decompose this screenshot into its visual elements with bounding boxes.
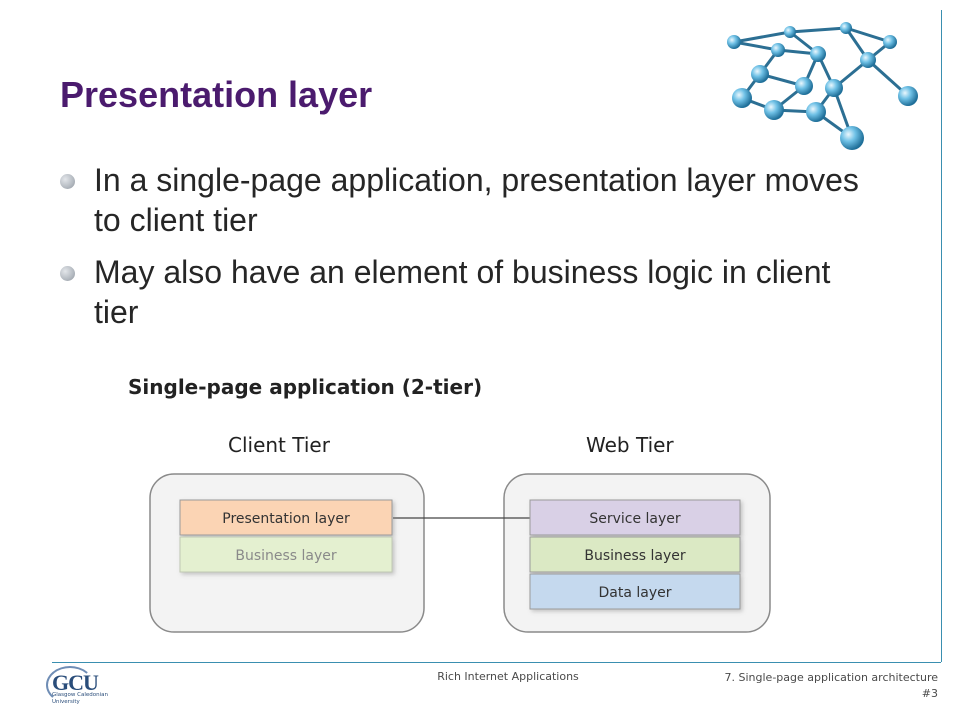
logo-text: Glasgow Caledonian University (52, 692, 108, 705)
web-tier-label: Web Tier (586, 433, 674, 457)
molecule-network-icon (727, 22, 918, 150)
client-tier-label: Client Tier (228, 433, 331, 457)
diagram-heading: Single-page application (2-tier) (128, 375, 482, 399)
footer-course: Rich Internet Applications (437, 670, 579, 683)
data-layer-box (529, 573, 741, 610)
bullet-item: In a single-page application, presentati… (60, 160, 880, 240)
footer-page-number: #3 (921, 687, 938, 700)
bullet-text: In a single-page application, presentati… (94, 162, 859, 238)
data-layer-label: Data layer (598, 585, 671, 601)
logo-ring-icon (46, 666, 94, 704)
bullet-item: May also have an element of business log… (60, 252, 880, 332)
bullet-dot-icon (60, 174, 75, 189)
web-business-layer-box (529, 536, 741, 573)
bullet-text: May also have an element of business log… (94, 254, 831, 330)
bullet-dot-icon (60, 266, 75, 281)
client-business-layer-label: Business layer (235, 548, 337, 564)
service-layer-box (529, 499, 741, 536)
presentation-layer-label: Presentation layer (222, 511, 350, 527)
slide-title: Presentation layer (60, 74, 373, 115)
web-business-layer-label: Business layer (584, 548, 686, 564)
footer-chapter: 7. Single-page application architecture (724, 671, 938, 684)
right-border-line (941, 10, 942, 662)
architecture-diagram: Single-page application (2-tier) Client … (128, 375, 771, 633)
service-layer-label: Service layer (589, 511, 681, 527)
client-business-layer-box (179, 536, 393, 573)
presentation-layer-box (179, 499, 393, 536)
footer-chapter-block: 7. Single-page application architecture … (725, 670, 938, 702)
footer-divider (52, 662, 941, 663)
bullet-list: In a single-page application, presentati… (60, 160, 880, 344)
logo-mark: GCU (52, 670, 99, 695)
gcu-logo: GCU Glasgow Caledonian University (46, 666, 132, 710)
